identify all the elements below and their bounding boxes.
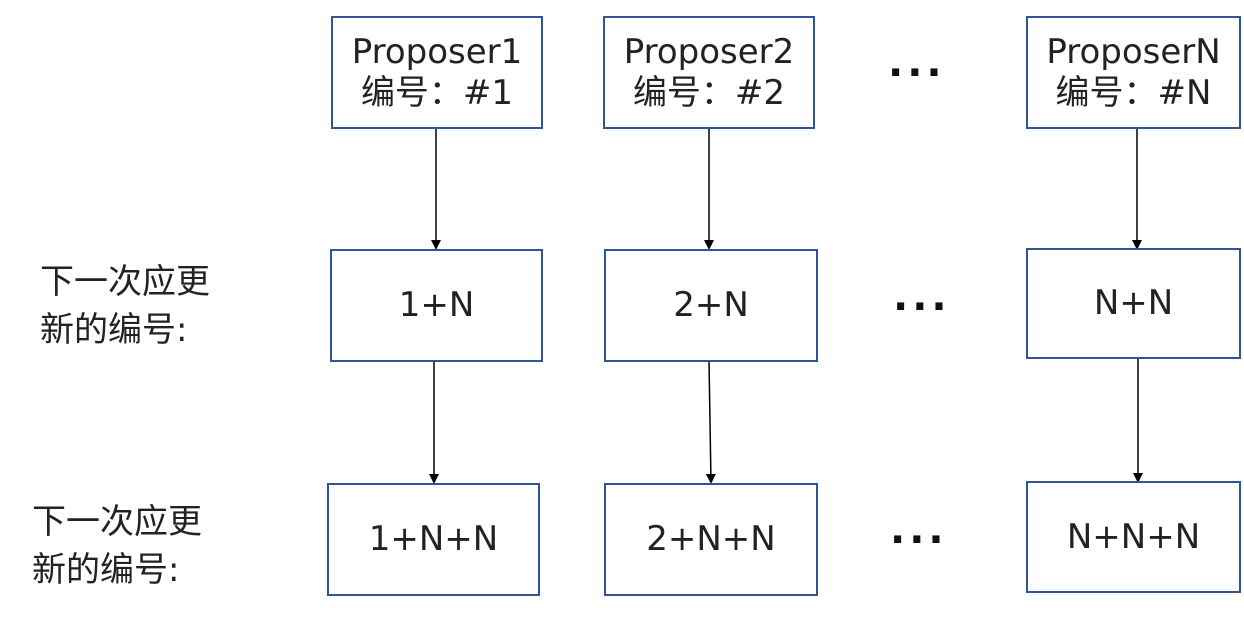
proposer-2-next-number-box: 2+N — [604, 249, 818, 362]
ellipsis-bottom: ··· — [890, 517, 948, 563]
proposer-n-name: ProposerN — [1046, 32, 1221, 73]
proposer-n-box: ProposerN 编号：#N — [1026, 16, 1241, 129]
ellipsis-top: ··· — [888, 50, 946, 96]
proposer-2-next-number: 2+N — [673, 285, 749, 326]
proposer-2-number: 编号：#2 — [632, 72, 786, 113]
proposer-n-next-number-box: N+N — [1026, 248, 1241, 359]
proposer-n-next-number: N+N — [1093, 283, 1174, 324]
proposer-n-number: 编号：#N — [1055, 72, 1212, 113]
arrow-p2-mid-to-bot — [705, 360, 716, 484]
ellipsis-middle: ··· — [893, 284, 951, 330]
row-label-next-number-2: 下一次应更 新的编号: — [32, 502, 202, 590]
proposer-1-following-number: 1+N+N — [368, 519, 499, 560]
proposer-2-following-number-box: 2+N+N — [604, 483, 818, 596]
proposer-1-following-number-box: 1+N+N — [327, 483, 540, 596]
proposer-1-box: Proposer1 编号：#1 — [331, 16, 543, 129]
proposer-n-following-number: N+N+N — [1066, 516, 1201, 557]
proposer-1-name: Proposer1 — [351, 32, 523, 73]
row-label-next-number-1: 下一次应更 新的编号: — [40, 262, 210, 350]
proposer-1-number: 编号：#1 — [360, 72, 514, 113]
proposer-2-following-number: 2+N+N — [646, 519, 776, 560]
proposer-2-box: Proposer2 编号：#2 — [603, 16, 815, 129]
proposer-1-next-number: 1+N — [398, 285, 475, 326]
proposer-1-next-number-box: 1+N — [330, 249, 543, 362]
proposer-n-following-number-box: N+N+N — [1026, 481, 1241, 593]
proposer-2-name: Proposer2 — [623, 32, 795, 73]
